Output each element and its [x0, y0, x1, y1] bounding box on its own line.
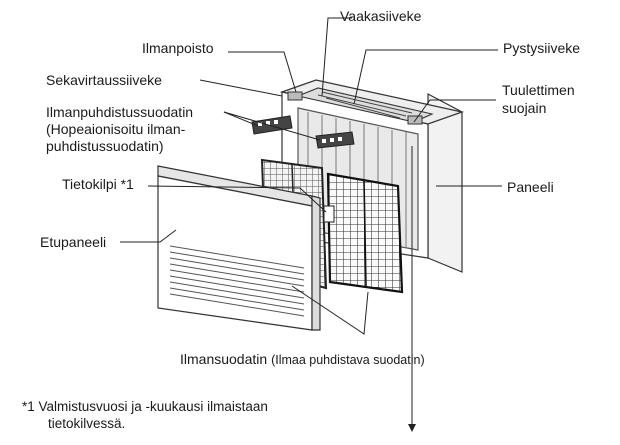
front-panel	[157, 165, 321, 331]
label-air-filter-sub: (Ilmaa puhdistava suodatin)	[271, 353, 425, 367]
footnote-line1: *1 Valmistusvuosi ja -kuukausi ilmaistaa…	[22, 399, 268, 414]
label-horizontal-louver: Vaakasiiveke	[340, 8, 422, 24]
label-mixed-flow-louver: Sekavirtaussiiveke	[46, 72, 162, 88]
air-cleaning-filters	[251, 115, 355, 149]
air-filter-right	[326, 172, 404, 294]
label-fan-guard-line2: suojain	[502, 100, 547, 116]
label-rating-plate: Tietokilpi *1	[62, 176, 134, 192]
label-panel: Paneeli	[507, 179, 554, 195]
label-fan-guard-line1: Tuulettimen	[502, 82, 575, 98]
label-air-purifying-filter: Ilmanpuhdistussuodatin	[46, 104, 194, 120]
footnote-line2: tietokilvessä.	[48, 416, 126, 431]
label-air-filter-main: Ilmansuodatin	[180, 351, 268, 367]
label-silver-ion-line2: puhdistussuodatin)	[46, 138, 164, 154]
label-air-filter: Ilmansuodatin (Ilmaa puhdistava suodatin…	[180, 351, 425, 368]
rating-plate	[323, 205, 335, 223]
air-outlet-left	[287, 91, 303, 101]
horizontal-louver	[296, 87, 434, 123]
leader-lines	[120, 17, 502, 432]
label-front-panel: Etupaneeli	[40, 234, 107, 250]
label-silver-ion-line1: (Hopeaionisoitu ilman-	[46, 121, 186, 137]
label-vertical-louver: Pystysiiveke	[503, 40, 581, 56]
label-air-outlet: Ilmanpoisto	[142, 40, 214, 56]
